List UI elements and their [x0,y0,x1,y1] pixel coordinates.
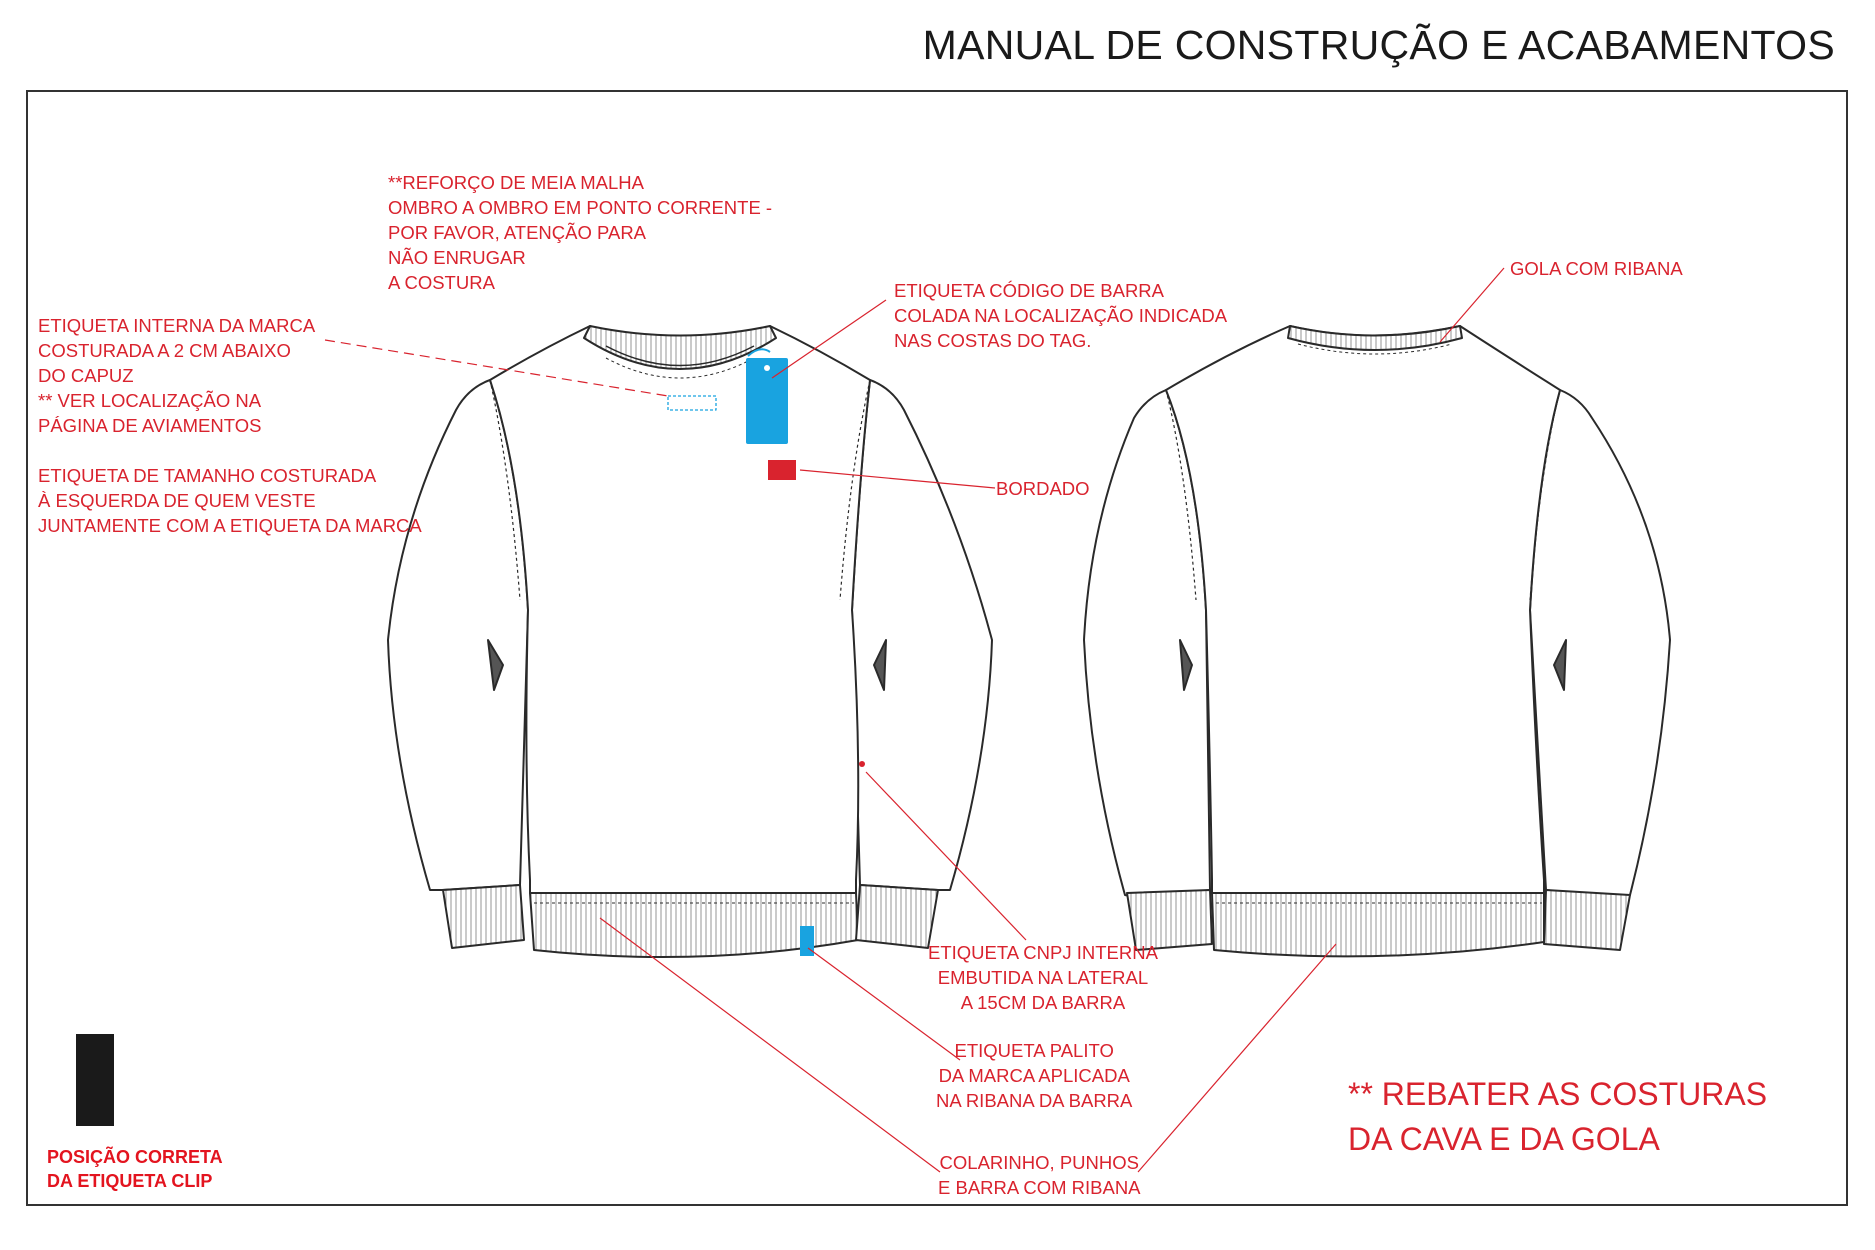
note-bordado-line: BORDADO [996,478,1090,499]
palito-tag [800,926,814,956]
note-etiqueta-tamanho-line: JUNTAMENTE COM A ETIQUETA DA MARCA [38,515,422,536]
back-body [1165,325,1561,894]
note-cnpj-line: EMBUTIDA NA LATERAL [937,967,1149,988]
note-etiqueta-interna-line: COSTURADA A 2 CM ABAIXO [38,340,291,361]
clip-tag [76,1034,114,1126]
note-codigo-barra: ETIQUETA CÓDIGO DE BARRA COLADA NA LOCAL… [894,278,1227,353]
note-reforco-line: OMBRO A OMBRO EM PONTO CORRENTE - [388,197,773,218]
note-gola: GOLA COM RIBANA [1510,256,1683,281]
note-reforco-line: A COSTURA [388,272,495,293]
front-collar [583,325,777,370]
note-codigo-barra-line: NAS COSTAS DO TAG. [894,330,1092,351]
clip-caption-line: DA ETIQUETA CLIP [47,1171,213,1191]
note-colarinho: COLARINHO, PUNHOS E BARRA COM RIBANA [938,1150,1141,1200]
note-etiqueta-tamanho-line: À ESQUERDA DE QUEM VESTE [38,490,316,511]
front-waist-band [529,892,859,959]
front-left-cuff [442,884,525,949]
back-collar [1287,325,1463,351]
note-palito-line: DA MARCA APLICADA [938,1065,1130,1086]
leader-lines [324,267,1505,1173]
note-cnpj: ETIQUETA CNPJ INTERNA EMBUTIDA NA LATERA… [928,940,1158,1015]
front-left-sleeve [387,379,529,891]
note-bordado: BORDADO [996,476,1090,501]
barcode-tag [746,348,788,444]
back-waist-band [1211,892,1545,958]
note-rebater-line: ** REBATER AS COSTURAS [1348,1076,1768,1112]
note-etiqueta-tamanho: ETIQUETA DE TAMANHO COSTURADA À ESQUERDA… [38,463,422,538]
back-sweatshirt [1083,325,1671,958]
note-reforco: **REFORÇO DE MEIA MALHA OMBRO A OMBRO EM… [388,170,772,295]
note-etiqueta-interna: ETIQUETA INTERNA DA MARCA COSTURADA A 2 … [38,313,315,438]
clip-caption: POSIÇÃO CORRETA DA ETIQUETA CLIP [47,1145,223,1193]
front-sweatshirt [387,325,993,959]
front-body [489,325,871,894]
note-etiqueta-tamanho-line: ETIQUETA DE TAMANHO COSTURADA [38,465,377,486]
note-reforco-line: **REFORÇO DE MEIA MALHA [388,172,644,193]
note-gola-line: GOLA COM RIBANA [1510,258,1683,279]
note-palito-line: NA RIBANA DA BARRA [936,1090,1133,1111]
note-colarinho-line: E BARRA COM RIBANA [938,1177,1141,1198]
note-reforco-line: POR FAVOR, ATENÇÃO PARA [388,222,647,243]
note-etiqueta-interna-line: PÁGINA DE AVIAMENTOS [38,415,262,436]
back-right-cuff [1543,889,1631,951]
page-title: MANUAL DE CONSTRUÇÃO E ACABAMENTOS [922,22,1835,68]
back-left-cuff [1126,889,1213,951]
cnpj-dot [859,761,865,767]
note-palito: ETIQUETA PALITO DA MARCA APLICADA NA RIB… [936,1038,1132,1113]
note-etiqueta-interna-line: ETIQUETA INTERNA DA MARCA [38,315,316,336]
clip-caption-line: POSIÇÃO CORRETA [47,1147,223,1167]
note-rebater: ** REBATER AS COSTURAS DA CAVA E DA GOLA [1348,1072,1767,1162]
note-cnpj-line: ETIQUETA CNPJ INTERNA [928,942,1158,963]
back-right-sleeve [1529,389,1671,899]
front-right-sleeve [851,379,993,891]
embroidery-patch [768,460,796,480]
note-cnpj-line: A 15CM DA BARRA [960,992,1126,1013]
note-palito-line: ETIQUETA PALITO [954,1040,1114,1061]
note-reforco-line: NÃO ENRUGAR [388,247,526,268]
diagram-frame [26,90,1848,1206]
note-colarinho-line: COLARINHO, PUNHOS [939,1152,1139,1173]
note-etiqueta-interna-line: DO CAPUZ [38,365,134,386]
front-right-cuff [855,884,939,949]
note-codigo-barra-line: COLADA NA LOCALIZAÇÃO INDICADA [894,305,1228,326]
note-etiqueta-interna-line: ** VER LOCALIZAÇÃO NA [38,390,262,411]
note-rebater-line: DA CAVA E DA GOLA [1348,1121,1660,1157]
note-codigo-barra-line: ETIQUETA CÓDIGO DE BARRA [894,280,1165,301]
